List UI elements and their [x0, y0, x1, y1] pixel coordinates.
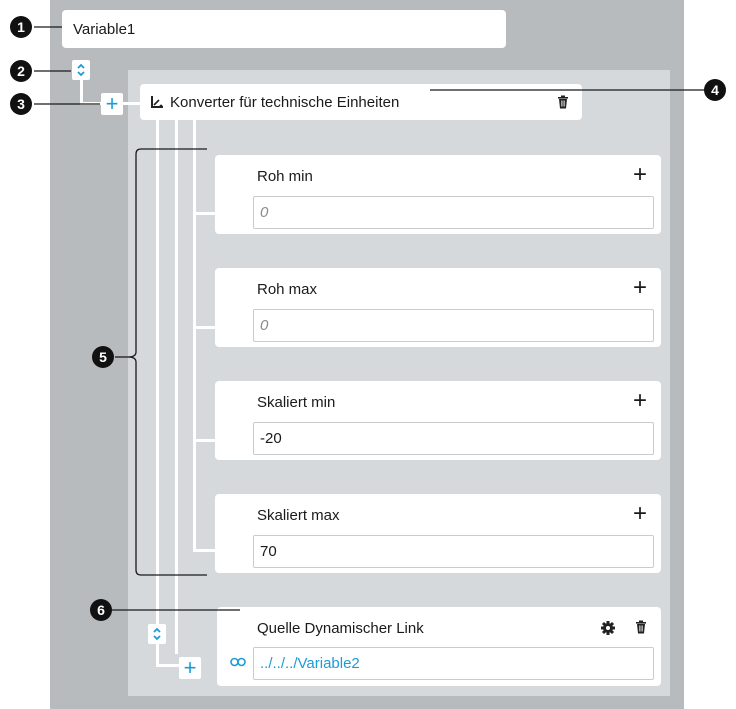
expand-collapse-icon — [153, 627, 161, 641]
tree-line — [193, 120, 196, 551]
tree-line — [193, 439, 217, 442]
trash-icon[interactable] — [633, 619, 649, 635]
param-label: Skaliert min — [257, 394, 336, 411]
param-card-skaliert-max[interactable]: Skaliert max + 70 — [215, 494, 661, 573]
plus-icon: + — [183, 655, 197, 680]
plus-icon[interactable]: + — [633, 274, 648, 301]
tree-line — [156, 664, 186, 667]
param-card-skaliert-min[interactable]: Skaliert min + -20 — [215, 381, 661, 460]
tree-line — [80, 78, 83, 104]
callout-badge: 2 — [10, 60, 32, 82]
plus-icon[interactable]: + — [633, 161, 648, 188]
param-card-roh-min[interactable]: Roh min + 0 — [215, 155, 661, 234]
gear-icon[interactable] — [599, 619, 617, 637]
scale-converter-icon — [148, 93, 166, 111]
tree-line — [193, 549, 217, 552]
param-input[interactable]: 70 — [253, 535, 654, 568]
callout-badge: 3 — [10, 93, 32, 115]
param-input[interactable]: 0 — [253, 309, 654, 342]
param-label: Skaliert max — [257, 507, 340, 524]
dynamic-link-card[interactable]: Quelle Dynamischer Link ../../../Variabl… — [217, 607, 661, 686]
collapse-toggle-button[interactable] — [72, 60, 90, 80]
collapse-toggle-button[interactable] — [148, 624, 166, 644]
converter-title: Konverter für technische Einheiten — [170, 94, 400, 111]
add-converter-button[interactable]: + — [101, 93, 123, 115]
param-input[interactable]: -20 — [253, 422, 654, 455]
plus-icon[interactable]: + — [633, 387, 648, 414]
callout-badge: 5 — [92, 346, 114, 368]
param-input[interactable]: 0 — [253, 196, 654, 229]
link-source-title: Quelle Dynamischer Link — [257, 620, 424, 637]
tree-line — [156, 120, 159, 666]
param-card-roh-max[interactable]: Roh max + 0 — [215, 268, 661, 347]
param-label: Roh min — [257, 168, 313, 185]
trash-icon[interactable] — [555, 94, 571, 110]
expand-collapse-icon — [77, 63, 85, 77]
tree-line — [193, 326, 217, 329]
link-path-input[interactable]: ../../../Variable2 — [253, 647, 654, 680]
variable-card[interactable]: Variable1 — [62, 10, 506, 48]
tree-line — [193, 212, 217, 215]
variable-name: Variable1 — [73, 21, 136, 38]
callout-badge: 6 — [90, 599, 112, 621]
param-label: Roh max — [257, 281, 318, 298]
callout-badge: 4 — [704, 79, 726, 101]
add-source-button[interactable]: + — [179, 657, 201, 679]
plus-icon: + — [105, 91, 119, 116]
callout-badge: 1 — [10, 16, 32, 38]
tree-line — [175, 120, 178, 654]
plus-icon[interactable]: + — [633, 500, 648, 527]
link-icon — [229, 655, 247, 669]
